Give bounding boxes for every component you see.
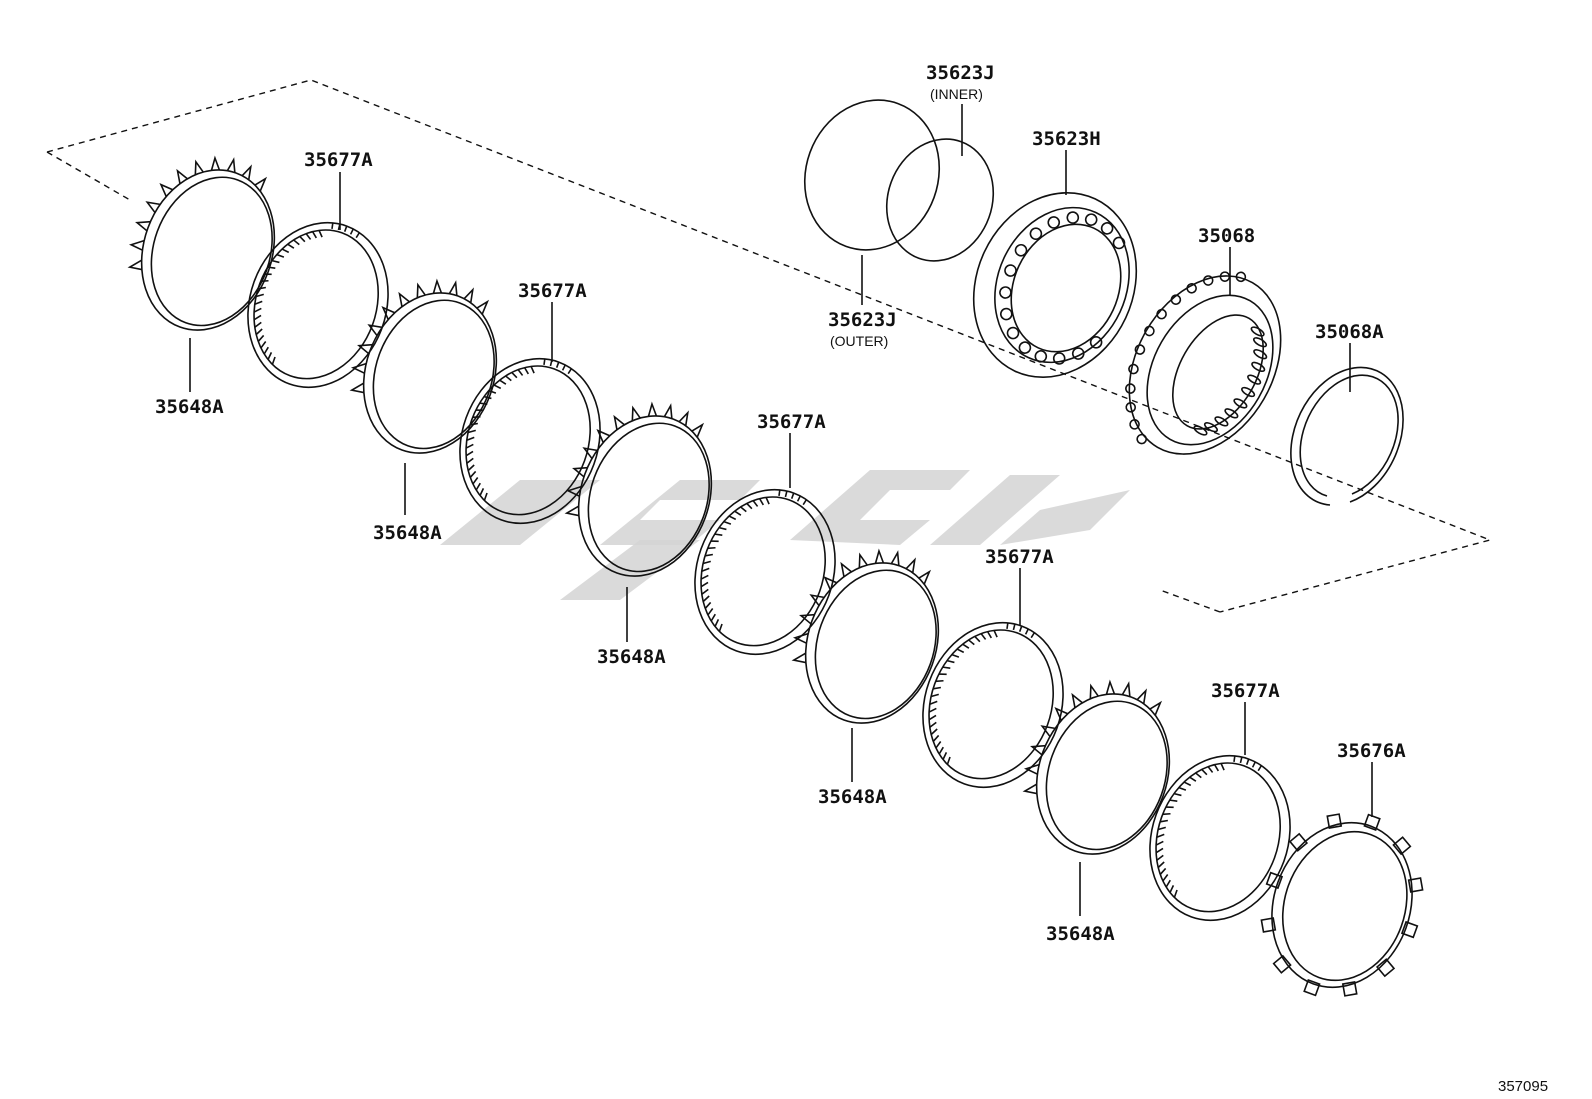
callout-35677A-4: 35677A bbox=[985, 546, 1054, 568]
callout-35677A-5: 35677A bbox=[1211, 680, 1280, 702]
sprag-element bbox=[1253, 349, 1268, 360]
bearing-ball bbox=[1018, 341, 1032, 354]
clutch-plate-stack bbox=[127, 155, 1424, 997]
callout-35677A-2: 35677A bbox=[518, 280, 587, 302]
bearing-ball bbox=[999, 307, 1013, 321]
bearing-ball bbox=[999, 286, 1012, 299]
bearing-ball bbox=[1066, 211, 1080, 224]
sprag-element bbox=[1129, 419, 1140, 430]
friction-plate-35677A bbox=[694, 488, 836, 656]
leader-lines bbox=[189, 104, 1373, 916]
callout-35623J-outer: 35623J bbox=[828, 309, 897, 331]
end-plate-35676A bbox=[1260, 813, 1424, 997]
callout-35648A-5: 35648A bbox=[1046, 923, 1115, 945]
callout-35677A-3: 35677A bbox=[757, 411, 826, 433]
bearing-assembly bbox=[972, 192, 1138, 378]
callout-35648A-2: 35648A bbox=[373, 522, 442, 544]
bearing-ball bbox=[1014, 243, 1028, 257]
sprag-element bbox=[1250, 326, 1265, 337]
sprag-element bbox=[1202, 275, 1214, 286]
callout-35676A: 35676A bbox=[1337, 740, 1406, 762]
bearing-ball bbox=[1100, 222, 1114, 235]
bearing-ball bbox=[1029, 227, 1043, 240]
callout-35623J-outer-note: (OUTER) bbox=[830, 333, 888, 349]
callout-35648A-1: 35648A bbox=[155, 396, 224, 418]
bearing-ball bbox=[1084, 213, 1098, 226]
one-way-clutch bbox=[1125, 271, 1282, 455]
sprag-element bbox=[1224, 408, 1239, 419]
assembly-group-outline-end bbox=[46, 151, 131, 201]
sprag-element bbox=[1170, 294, 1182, 305]
sprag-element bbox=[1233, 398, 1248, 409]
sprag-element bbox=[1128, 363, 1139, 375]
sprag-element bbox=[1144, 325, 1155, 337]
snap-ring bbox=[1290, 366, 1404, 506]
inner-seal-ring bbox=[885, 138, 995, 262]
figure-code: 357095 bbox=[1498, 1078, 1548, 1095]
bearing-ball bbox=[1112, 236, 1126, 250]
sprag-element bbox=[1235, 271, 1247, 283]
callout-35623H: 35623H bbox=[1032, 128, 1101, 150]
friction-plate-35677A bbox=[247, 221, 389, 389]
snap-ring-inner bbox=[1299, 374, 1399, 497]
callout-35677A-1: 35677A bbox=[304, 149, 373, 171]
friction-plate-35677A bbox=[1149, 754, 1291, 922]
sprag-element bbox=[1156, 308, 1167, 320]
steel-plate-35648A bbox=[791, 548, 940, 724]
bearing-ball bbox=[1089, 336, 1103, 349]
sprag-element bbox=[1214, 416, 1229, 427]
friction-plate-35677A bbox=[922, 621, 1064, 789]
steel-plate-35648A bbox=[127, 155, 276, 331]
callout-35068: 35068 bbox=[1198, 225, 1255, 247]
bearing-ball bbox=[1004, 264, 1017, 277]
watermark-logo bbox=[440, 470, 1130, 600]
bearing-ball bbox=[1071, 347, 1085, 360]
callout-35648A-4: 35648A bbox=[818, 786, 887, 808]
assembly-group-outline-tail bbox=[1159, 589, 1221, 613]
sprag-element bbox=[1247, 374, 1262, 385]
assembly-group-outline bbox=[46, 79, 1493, 613]
bearing-ball bbox=[1006, 326, 1020, 340]
sprag-element bbox=[1203, 422, 1219, 433]
sprag-element bbox=[1193, 425, 1208, 436]
outer-seal-ring bbox=[803, 99, 941, 251]
bearing-ball bbox=[1047, 216, 1061, 229]
steel-plate-35648A bbox=[1022, 679, 1171, 855]
callout-35623J-inner: 35623J bbox=[926, 62, 995, 84]
callout-35623J-inner-note: (INNER) bbox=[930, 86, 983, 102]
callout-35068A: 35068A bbox=[1315, 321, 1384, 343]
bearing-ball bbox=[1034, 350, 1048, 363]
sprag-element bbox=[1134, 344, 1146, 355]
bearing-ball bbox=[1052, 352, 1066, 365]
sprag-element bbox=[1136, 433, 1147, 445]
sprag-element bbox=[1125, 383, 1136, 394]
sprag-element bbox=[1186, 283, 1197, 294]
callout-35648A-3: 35648A bbox=[597, 646, 666, 668]
sprag-element bbox=[1251, 361, 1266, 373]
sprag-element bbox=[1125, 401, 1137, 413]
steel-plate-35648A bbox=[564, 401, 713, 577]
sprag-element bbox=[1219, 271, 1231, 282]
sprag-element bbox=[1241, 386, 1256, 398]
friction-plate-35677A bbox=[459, 357, 601, 525]
sprag-element bbox=[1252, 337, 1268, 348]
